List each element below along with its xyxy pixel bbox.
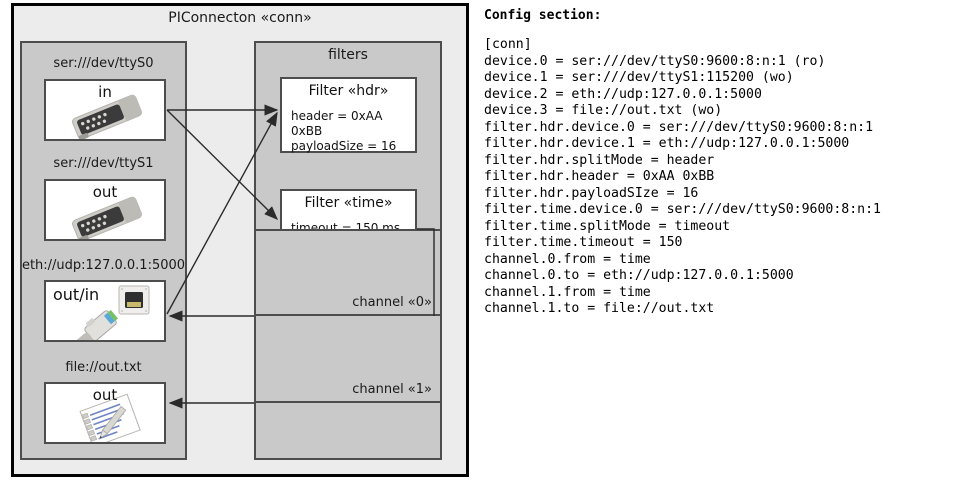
device-box-ttys1[interactable]: out	[44, 179, 166, 241]
channel-0-label: channel «0»	[352, 295, 432, 310]
filter-hdr-title: Filter «hdr»	[308, 83, 389, 99]
filters-panel-title: filters	[328, 47, 368, 63]
device-tag-out-file: out	[92, 386, 118, 404]
config-heading: Config section:	[484, 8, 602, 23]
config-text: [conn] device.0 = ser:///dev/ttyS0:9600:…	[484, 37, 881, 316]
device-tag-in: in	[98, 83, 112, 101]
filter-hdr-props: header = 0xAA 0xBB payloadSize = 16	[291, 109, 415, 154]
serial-port-icon	[72, 94, 142, 139]
config-section: Config section: [conn] device.0 = ser://…	[484, 8, 960, 318]
device-label-ttys0: ser:///dev/ttyS0	[53, 56, 154, 71]
filter-time-title: Filter «time»	[304, 195, 393, 211]
ethernet-jack-icon	[75, 285, 150, 340]
device-label-eth: eth://udp:127.0.0.1:5000	[21, 258, 186, 273]
device-box-file[interactable]: out	[44, 382, 166, 444]
text-file-icon	[79, 393, 141, 442]
serial-port-icon	[72, 196, 142, 239]
device-tag-out-in: out/in	[53, 285, 100, 304]
device-label-ttys1: ser:///dev/ttyS1	[53, 156, 154, 171]
channel-box-1[interactable]: channel «1»	[254, 314, 442, 403]
device-label-file: file://out.txt	[65, 360, 142, 375]
device-tag-out-serial: out	[92, 183, 118, 201]
filter-hdr-prop-payload: payloadSize = 16	[291, 139, 397, 153]
filter-hdr-prop-header: header = 0xAA 0xBB	[291, 109, 383, 138]
diagram-title: PIConnecton «conn»	[168, 10, 312, 26]
device-box-ttys0[interactable]: in	[44, 79, 166, 141]
channel-box-0[interactable]: channel «0»	[254, 229, 442, 316]
channel-1-label: channel «1»	[352, 382, 432, 397]
filter-box-hdr[interactable]: Filter «hdr» header = 0xAA 0xBB payloadS…	[280, 77, 417, 153]
device-box-eth[interactable]: out/in	[44, 280, 166, 342]
